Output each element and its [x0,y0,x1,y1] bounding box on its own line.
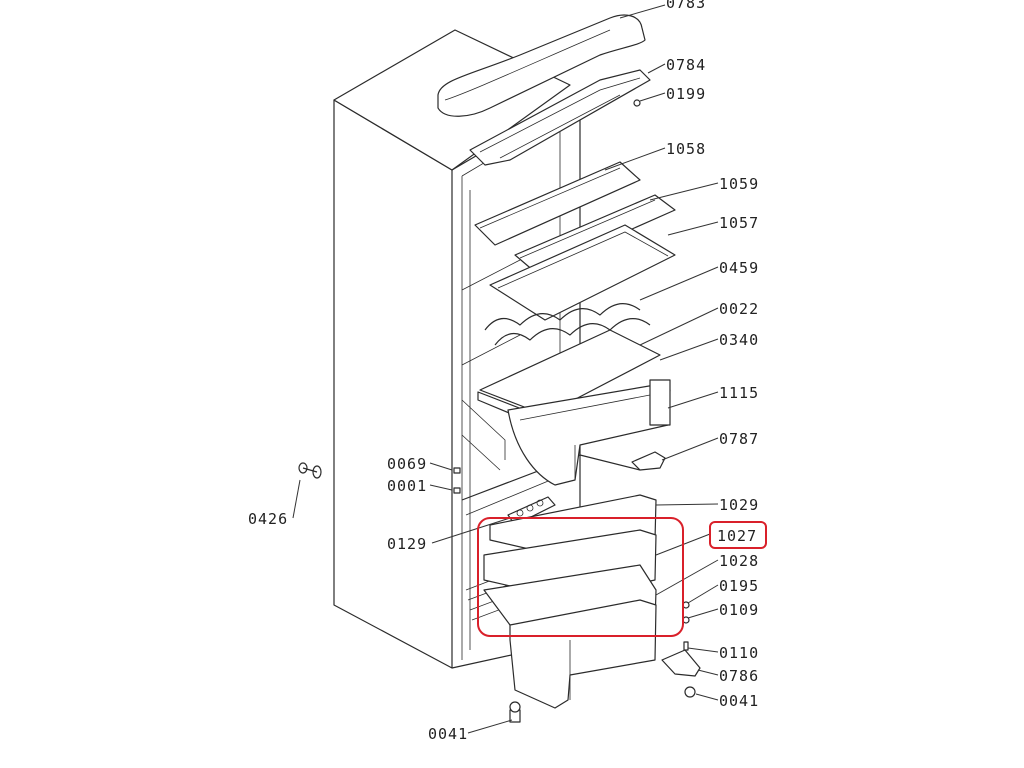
part-label-0022: 0022 [719,300,759,318]
highlight-box-label-1027 [709,521,767,549]
part-label-0784: 0784 [666,56,706,74]
part-label-0195: 0195 [719,577,759,595]
leader-lines [292,4,719,734]
top-handle-part [437,14,646,117]
part-label-0459: 0459 [719,259,759,277]
part-label-0001: 0001 [387,477,427,495]
part-label-0069: 0069 [387,455,427,473]
part-label-0783: 0783 [666,0,706,12]
part-label-0041-bottom: 0041 [428,725,468,743]
part-number-labels: 0783 0784 0199 1058 1059 1057 0459 0022 … [248,0,759,743]
highlight-box-drawers [477,517,684,637]
part-label-1059: 1059 [719,175,759,193]
part-label-0041-right: 0041 [719,692,759,710]
freezer-drawers [483,494,657,709]
part-label-0340: 0340 [719,331,759,349]
part-label-1057: 1057 [719,214,759,232]
part-label-0109: 0109 [719,601,759,619]
side-screw-0426 [298,462,322,479]
part-label-1027: 1027 [717,527,757,545]
part-label-1115: 1115 [719,384,759,402]
part-label-0786: 0786 [719,667,759,685]
adjustable-foot [509,701,521,723]
part-label-0199: 0199 [666,85,706,103]
part-label-1058: 1058 [666,140,706,158]
part-label-0426: 0426 [248,510,288,528]
part-label-1029: 1029 [719,496,759,514]
part-label-1028: 1028 [719,552,759,570]
part-label-0787: 0787 [719,430,759,448]
hinge-0787 [631,451,666,471]
crisper-drawer [507,379,671,486]
top-frame-part [469,69,651,166]
part-label-0129: 0129 [387,535,427,553]
part-label-0110: 0110 [719,644,759,662]
